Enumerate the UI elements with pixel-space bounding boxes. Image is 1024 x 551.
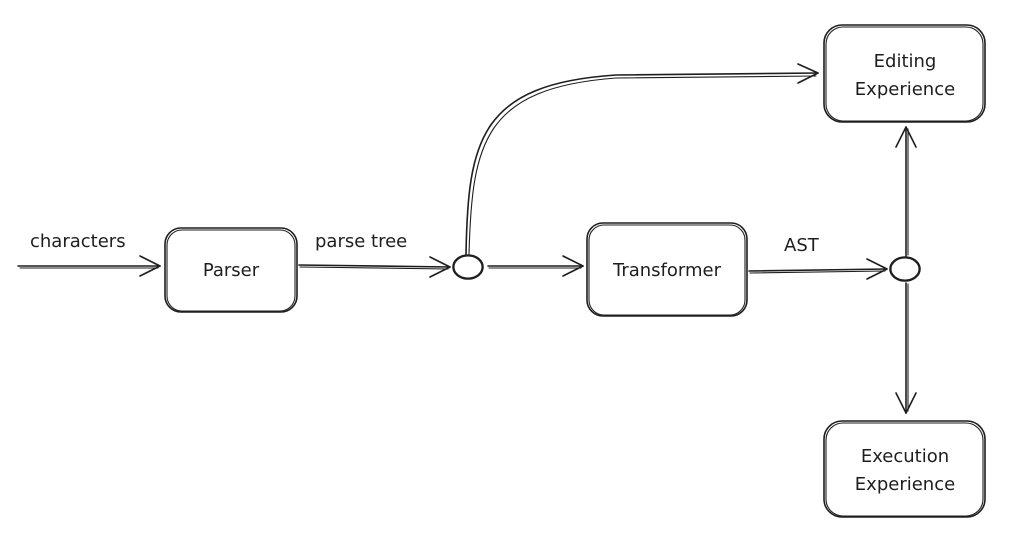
transformer-node[interactable]: Transformer (586, 222, 748, 317)
edge-junction-to-transformer (487, 255, 584, 277)
edge-label-parse-tree: parse tree (315, 231, 407, 252)
junction-node-left (452, 254, 484, 280)
execution-experience-label-line2: Experience (855, 474, 955, 495)
junction-node-right (889, 256, 921, 282)
editing-experience-node[interactable]: Editing Experience (823, 24, 986, 123)
edge-junction-to-editing-up (895, 126, 917, 257)
edge-characters-to-parser (17, 255, 161, 277)
edge-transformer-to-junction (748, 258, 888, 280)
execution-experience-label-line1: Execution (861, 446, 949, 467)
editing-experience-label-line2: Experience (855, 79, 955, 100)
edge-junction-to-editing (465, 63, 819, 255)
transformer-label: Transformer (612, 260, 722, 281)
edge-label-ast: AST (784, 235, 820, 256)
editing-experience-label-line1: Editing (874, 51, 937, 72)
edge-parser-to-junction (298, 256, 451, 278)
edge-junction-to-execution (895, 282, 917, 414)
parser-node[interactable]: Parser (164, 227, 298, 313)
parser-label: Parser (203, 260, 260, 281)
execution-experience-node[interactable]: Execution Experience (823, 420, 986, 518)
edge-label-characters: characters (30, 231, 126, 252)
